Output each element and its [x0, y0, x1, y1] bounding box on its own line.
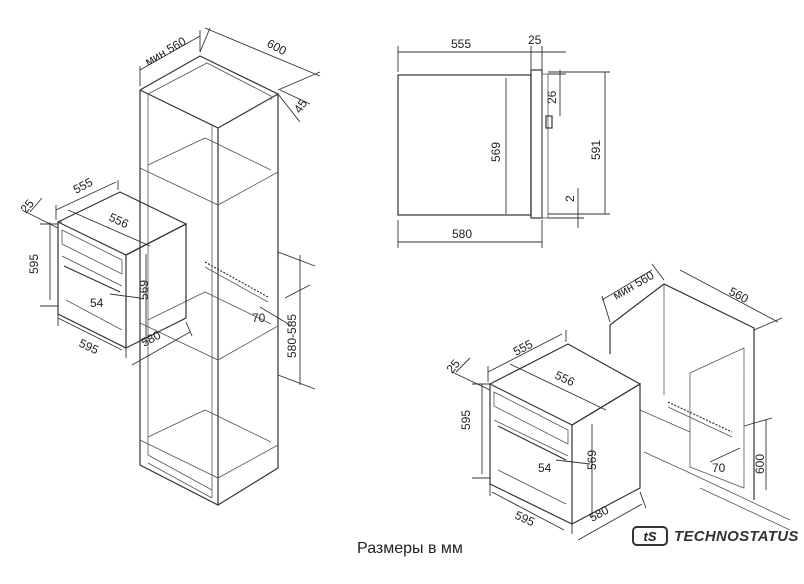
- dimensions-caption: Размеры в мм: [357, 540, 463, 557]
- cabinet-vent-depth-label: 70: [252, 311, 266, 325]
- oven-side-view: [397, 69, 553, 219]
- cabinet-depth-min-label: мин 560: [143, 34, 189, 69]
- side-body-height-label: 569: [489, 142, 503, 162]
- brand-logo: tS TECHNOSTATUS: [632, 525, 799, 547]
- side-front-thickness-label: 25: [528, 33, 542, 47]
- oven-right-height-label: 595: [459, 410, 473, 430]
- oven-left-height-label: 595: [27, 254, 41, 274]
- side-total-depth-label: 580: [452, 227, 472, 241]
- niche-height-label: 600: [753, 454, 767, 474]
- side-view-dimensions: 555 25 26 569 591 2 580: [397, 33, 610, 248]
- oven-right-handle-offset-label: 54: [538, 461, 552, 475]
- cabinet-niche-height-label: 580-585: [285, 314, 299, 358]
- oven-left: [57, 191, 188, 349]
- brand-logo-icon: tS: [632, 526, 668, 546]
- side-total-height-label: 591: [589, 140, 603, 160]
- oven-left-handle-offset-label: 54: [90, 296, 104, 310]
- oven-left-dimensions: 555 556 25 595 569 54 595 580: [18, 175, 193, 366]
- oven-right-front-depth-label: 25: [444, 356, 464, 375]
- oven-right-front-width-label: 595: [513, 508, 537, 529]
- oven-left-front-width-label: 595: [77, 336, 101, 357]
- niche-vent-depth-label: 70: [712, 461, 726, 475]
- cabinet-width-label: 600: [265, 36, 290, 58]
- side-top-offset-label: 26: [545, 90, 559, 104]
- side-body-width-label: 555: [451, 37, 471, 51]
- tall-cabinet: [139, 55, 279, 506]
- oven-right-depth-label: 580: [587, 503, 612, 525]
- oven-right-dimensions: 555 556 25 595 569 54 595 580: [444, 330, 647, 541]
- oven-right-panel-height-label: 569: [585, 450, 599, 470]
- brand-name: TECHNOSTATUS: [674, 527, 799, 545]
- oven-left-front-depth-label: 25: [18, 196, 38, 215]
- tall-cabinet-dimensions: мин 560 600 45 70 580-585: [139, 27, 321, 390]
- undercounter-niche: [609, 283, 791, 531]
- oven-right-top-width-label: 555: [511, 337, 536, 359]
- brand-logo-text: tS: [644, 529, 657, 544]
- niche-width-label: 560: [727, 284, 752, 306]
- cabinet-gap-label: 45: [291, 96, 310, 115]
- oven-left-panel-height-label: 569: [137, 280, 151, 300]
- niche-depth-min-label: мин 560: [611, 268, 657, 303]
- side-bottom-offset-label: 2: [563, 195, 577, 202]
